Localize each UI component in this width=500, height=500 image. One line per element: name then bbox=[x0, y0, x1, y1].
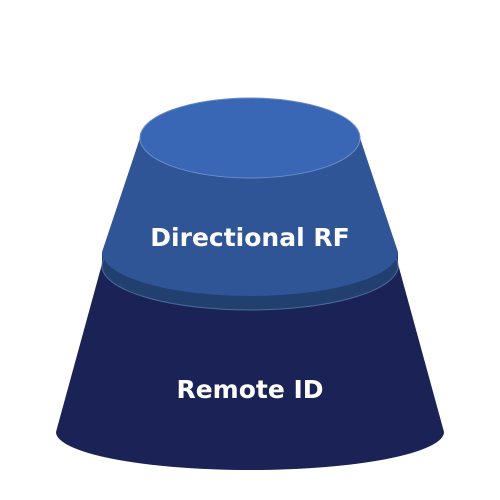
layer-directional-rf bbox=[102, 97, 398, 296]
directional-rf-layer-top bbox=[139, 97, 361, 179]
remote-id-label: Remote ID bbox=[176, 375, 323, 404]
directional-rf-layer-body bbox=[102, 138, 398, 296]
directional-rf-label: Directional RF bbox=[150, 223, 349, 252]
remote-id-layer-body bbox=[56, 264, 444, 470]
